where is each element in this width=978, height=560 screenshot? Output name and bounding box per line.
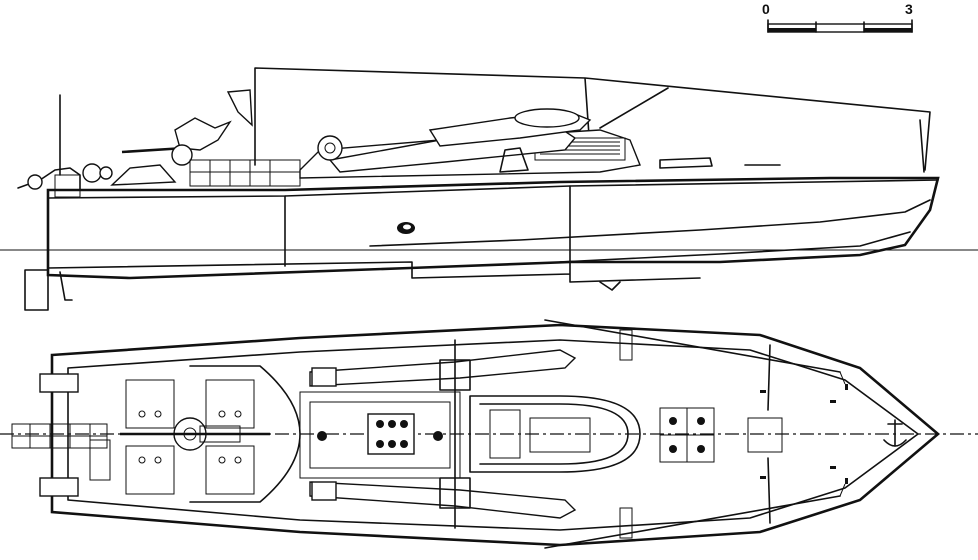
deck-outline [50,323,941,547]
scale-end-label: 3 [905,1,913,17]
scale-start-label: 0 [762,1,770,17]
plan-view [0,319,978,549]
scale-bar: 0 3 [762,1,913,33]
canopy-outline [254,67,931,171]
side-profile-view [0,67,978,311]
hull-outline [46,176,940,280]
anchor-icon [883,419,907,447]
